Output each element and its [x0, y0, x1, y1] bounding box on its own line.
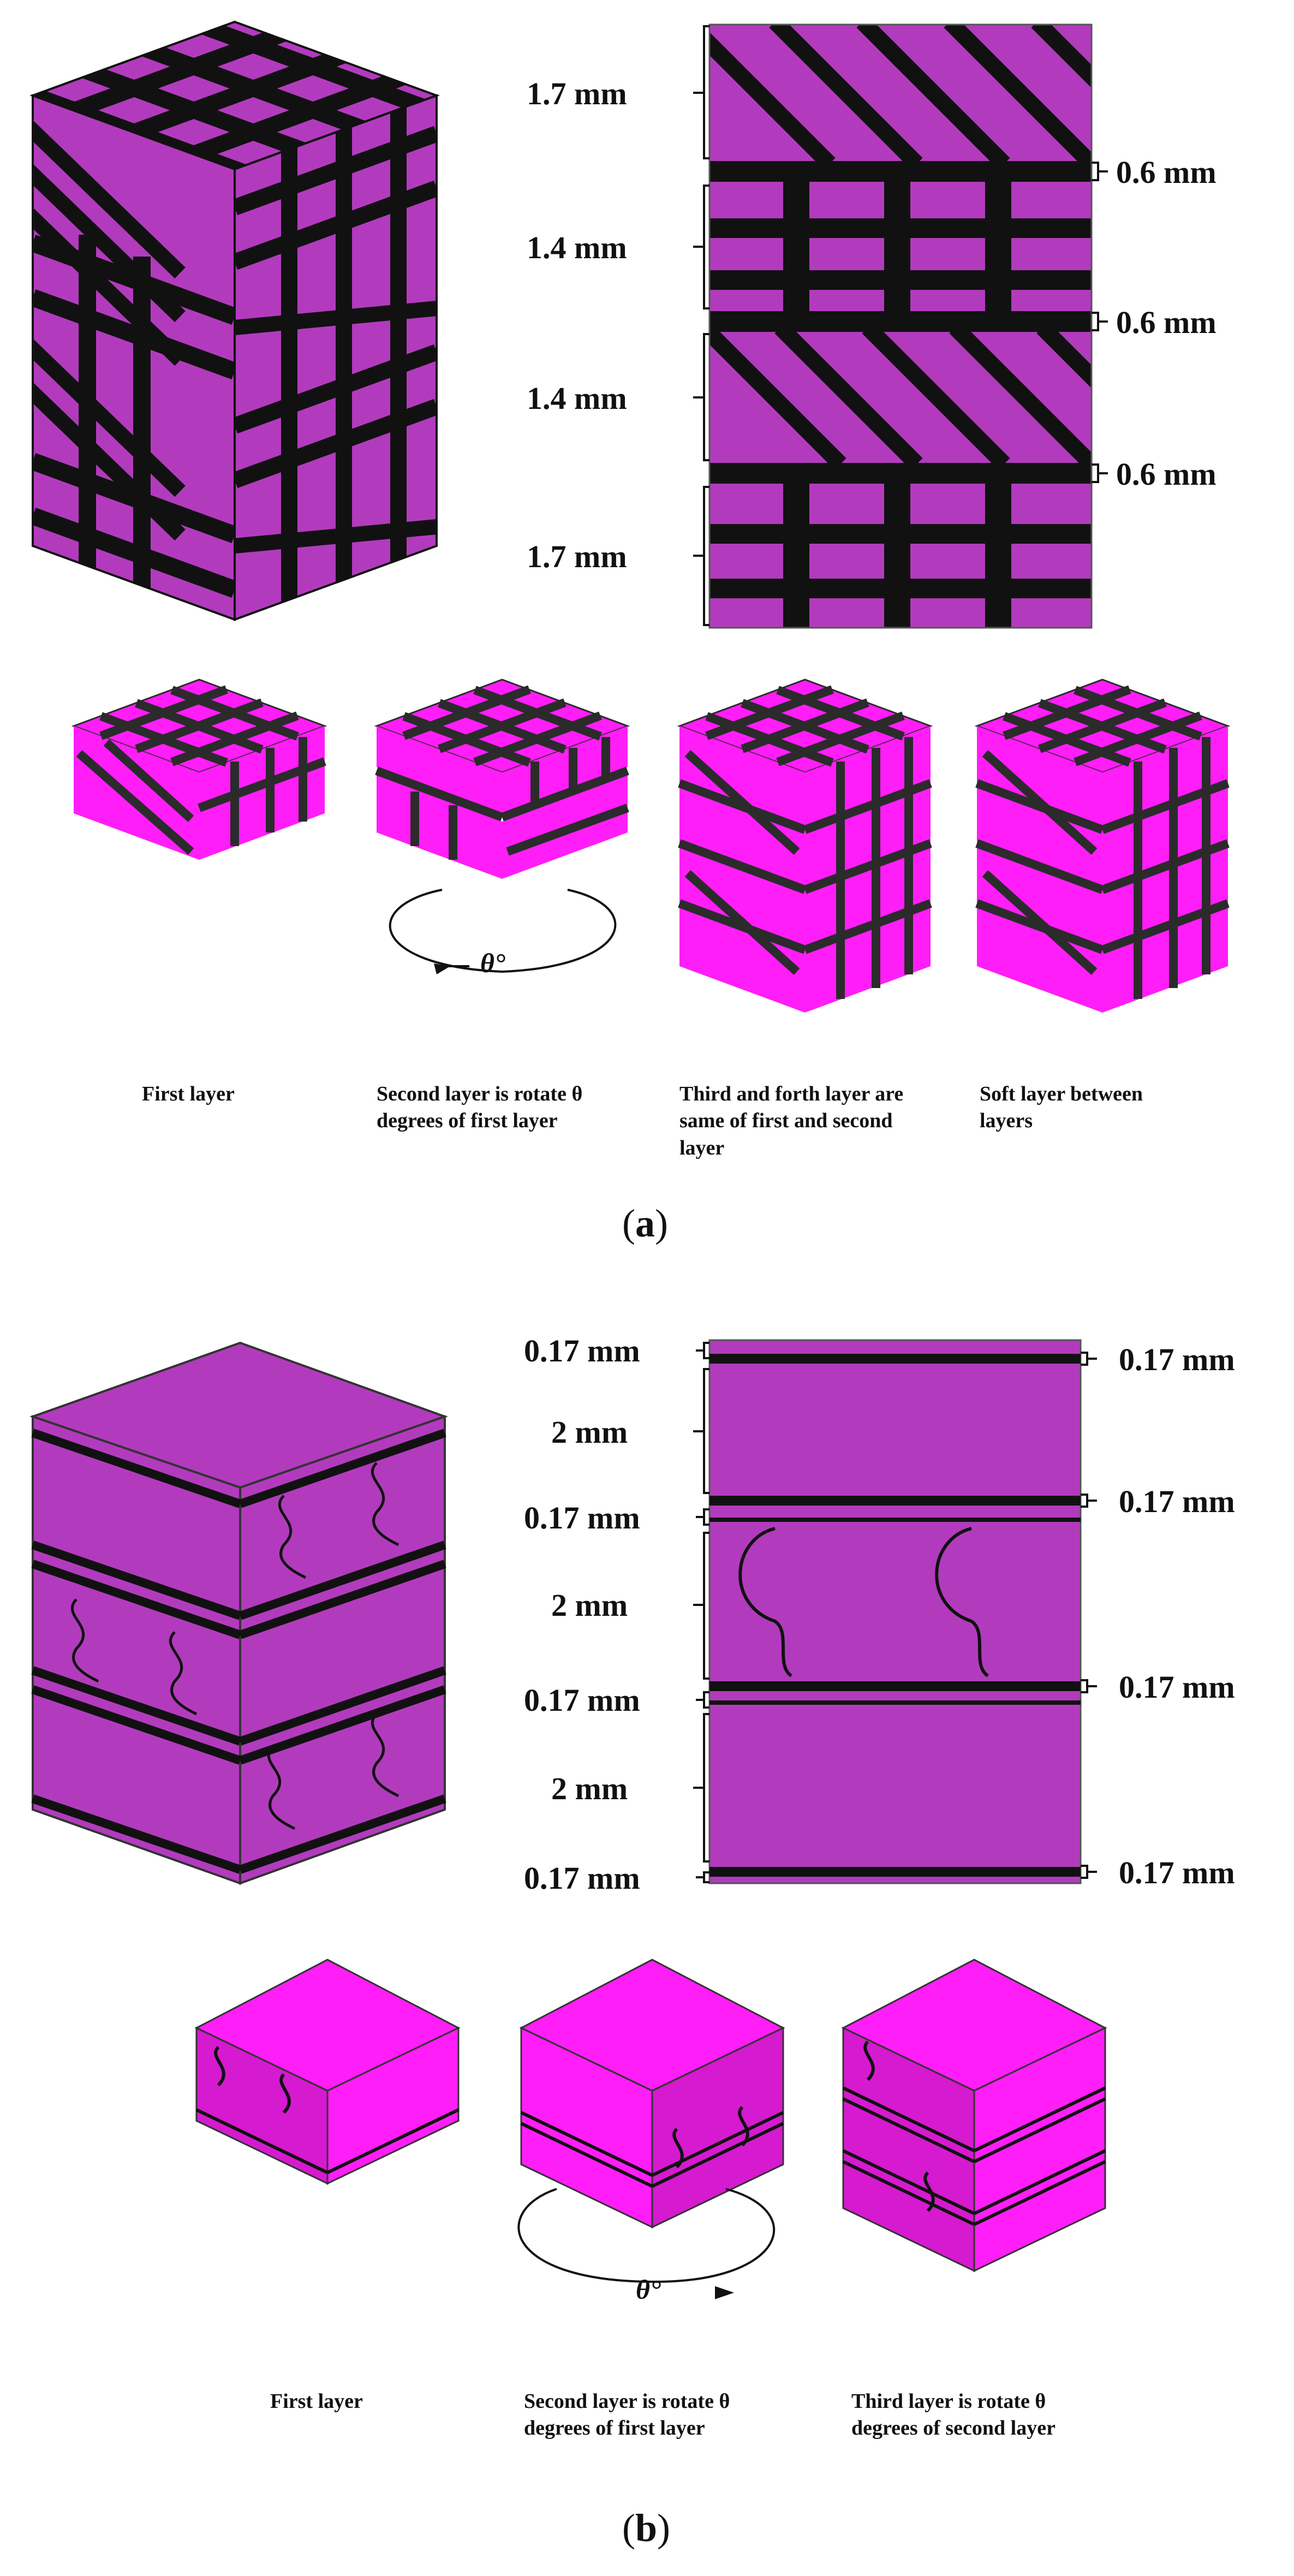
caption-a-1: First layer	[142, 1082, 235, 1105]
side-view-a	[708, 23, 1093, 629]
rotation-arrow-b	[517, 2188, 776, 2299]
small-cube-a1	[71, 679, 327, 860]
dim-a-left-3: 1.4 mm	[527, 380, 627, 416]
dim-b-left-5: 0.17 mm	[524, 1682, 640, 1718]
dim-a-left-1: 1.7 mm	[527, 76, 627, 111]
dim-b-left-7: 0.17 mm	[524, 1860, 640, 1896]
small-cube-a2	[374, 679, 630, 879]
panel-label-b: (b)	[622, 2506, 671, 2550]
caption-b-3: Third layer is rotate θ degrees of secon…	[851, 2390, 1056, 2440]
dim-b-right-4: 0.17 mm	[1119, 1855, 1235, 1890]
caption-b-1: First layer	[270, 2390, 363, 2413]
dim-a-right-2: 0.6 mm	[1116, 305, 1217, 340]
dim-b-left-2: 2 mm	[551, 1414, 628, 1450]
dim-b-right-3: 0.17 mm	[1119, 1669, 1235, 1705]
rotation-label-a: θ°	[480, 948, 505, 978]
side-view-b	[708, 1339, 1082, 1884]
dimension-brackets-b	[693, 1342, 1097, 1883]
dim-b-left-3: 0.17 mm	[524, 1500, 640, 1536]
small-cube-a3	[677, 679, 933, 1013]
caption-a-3: Third and forth layer are same of first …	[679, 1082, 904, 1159]
dim-b-left-1: 0.17 mm	[524, 1333, 640, 1369]
caption-a-2: Second layer is rotate θ degrees of firs…	[377, 1082, 583, 1133]
small-jigsaw-cube-b3	[841, 1959, 1107, 2272]
dim-a-right-3: 0.6 mm	[1116, 456, 1217, 492]
small-jigsaw-cube-b1	[194, 1959, 461, 2185]
dim-a-right-1: 0.6 mm	[1116, 154, 1217, 190]
dim-b-left-6: 2 mm	[551, 1771, 628, 1806]
small-jigsaw-cube-b2	[519, 1959, 785, 2229]
caption-b-2: Second layer is rotate θ degrees of firs…	[524, 2390, 730, 2440]
dimension-brackets-a	[693, 25, 1108, 626]
dim-b-left-4: 2 mm	[551, 1587, 628, 1623]
rotation-label-b: θ°	[636, 2274, 661, 2305]
dim-a-left-4: 1.7 mm	[527, 539, 627, 574]
lattice-cube-large	[29, 20, 440, 621]
dim-a-left-2: 1.4 mm	[527, 230, 627, 265]
panel-label-a: (a)	[622, 1201, 668, 1245]
dim-b-right-1: 0.17 mm	[1119, 1342, 1235, 1377]
caption-a-4: Soft layer between layers	[980, 1082, 1143, 1133]
rotation-arrow-a	[389, 889, 617, 974]
dim-b-right-2: 0.17 mm	[1119, 1484, 1235, 1519]
jigsaw-cube-large	[29, 1341, 449, 1885]
small-cube-a4	[974, 679, 1231, 1013]
